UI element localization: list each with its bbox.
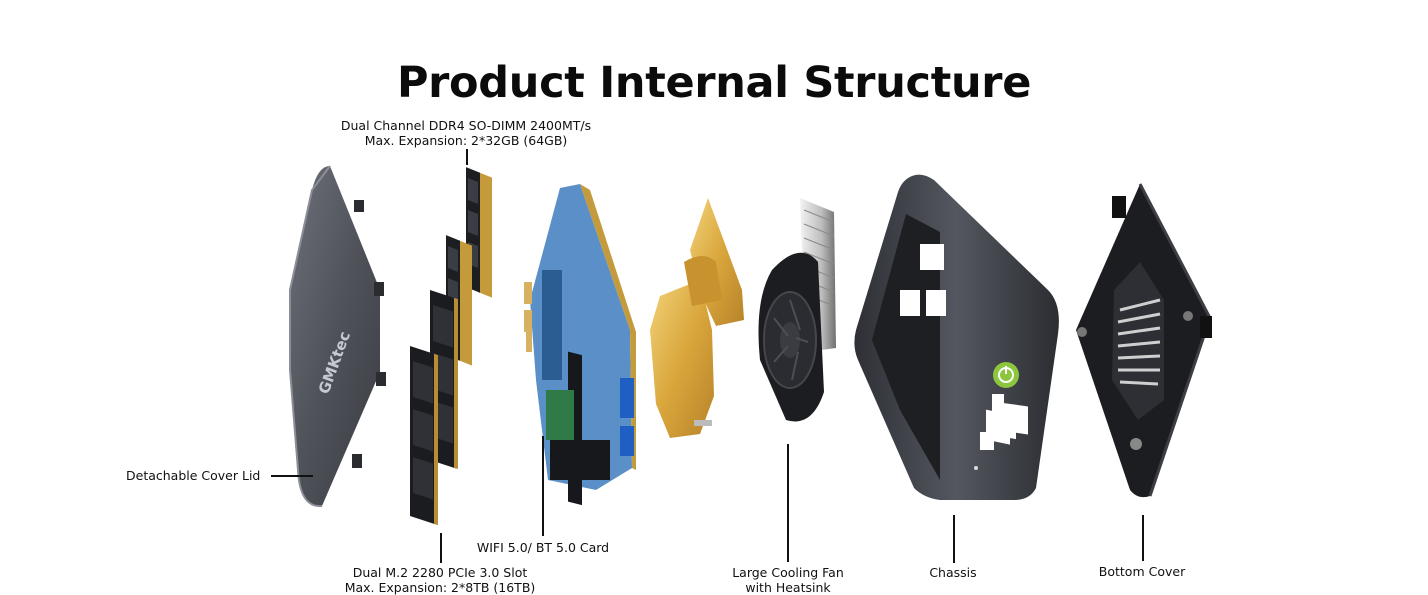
ssd-label: Dual M.2 2280 PCIe 3.0 Slot Max. Expansi… <box>330 565 550 595</box>
wifi-callout-line <box>542 436 544 536</box>
chassis-callout-line <box>953 515 955 563</box>
heatpipe <box>650 198 744 438</box>
ssd-callout-line <box>440 533 442 563</box>
chassis-label: Chassis <box>929 565 977 580</box>
fan-label-line1: Large Cooling Fan <box>732 565 844 580</box>
cover-lid: GMKtec <box>289 165 386 508</box>
bottom-cover-callout-line <box>1142 515 1144 561</box>
ssd-modules <box>410 290 458 526</box>
chassis <box>854 174 1059 500</box>
cover-lid-label: Detachable Cover Lid <box>126 468 261 483</box>
cover-lid-callout-line <box>271 475 313 477</box>
fan-callout-line <box>787 444 789 562</box>
page-title: Product Internal Structure <box>396 58 1032 108</box>
fan-label-line2: with Heatsink <box>745 580 831 595</box>
fan-label: Large Cooling Fan with Heatsink <box>718 565 858 595</box>
cooling-fan <box>758 198 836 422</box>
ram-label-line2: Max. Expansion: 2*32GB (64GB) <box>364 133 568 148</box>
ram-label-line1: Dual Channel DDR4 SO-DIMM 2400MT/s <box>340 118 592 133</box>
wifi-label: WIFI 5.0/ BT 5.0 Card <box>476 540 610 555</box>
ssd-label-line1: Dual M.2 2280 PCIe 3.0 Slot <box>352 565 528 580</box>
motherboard <box>524 184 636 506</box>
ram-label: Dual Channel DDR4 SO-DIMM 2400MT/s Max. … <box>336 118 596 148</box>
ssd-label-line2: Max. Expansion: 2*8TB (16TB) <box>344 580 536 595</box>
bottom-cover-label: Bottom Cover <box>1098 564 1186 579</box>
bottom-cover <box>1076 183 1212 498</box>
ram-callout-line <box>466 149 468 165</box>
